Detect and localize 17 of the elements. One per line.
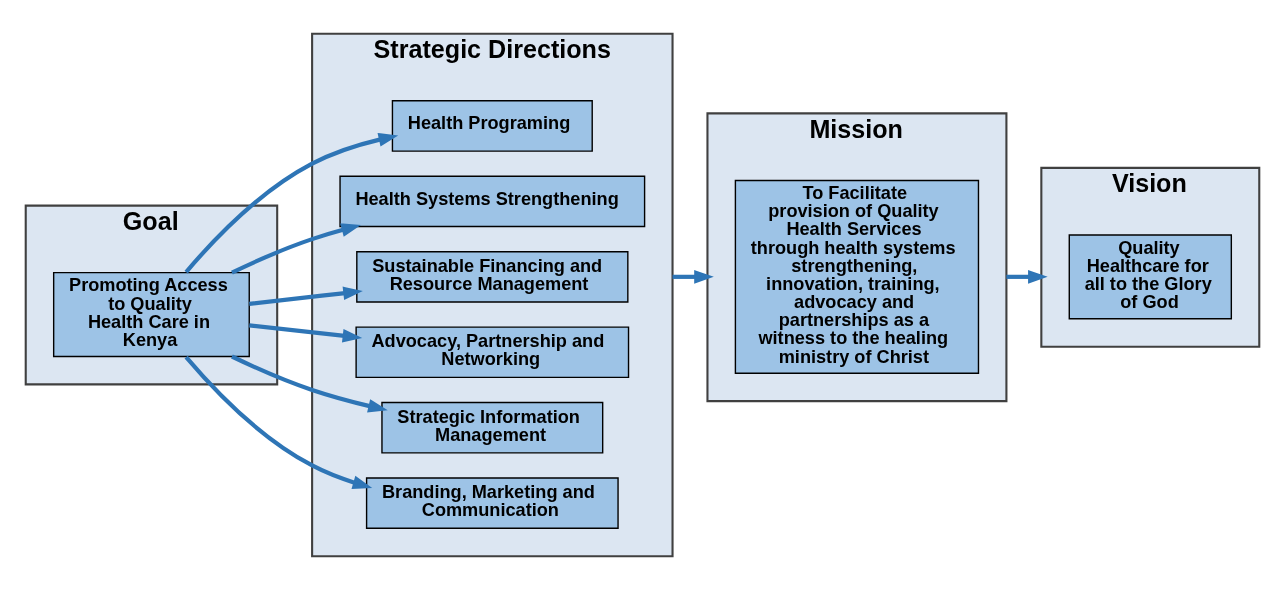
arrow — [1006, 269, 1048, 284]
arrow — [249, 286, 363, 306]
arrow — [231, 222, 361, 274]
node-box: Advocacy, Partnership and Networking — [355, 325, 630, 378]
arrow — [249, 322, 363, 343]
node-box: To Facilitate provision of Quality Health Services through health systems strengthening, innovation, training, advocacy and partnerships as a witness to the healing ministry of Christ — [734, 179, 980, 374]
node-box: Strategic Information Management — [381, 401, 604, 454]
arrow — [672, 269, 714, 284]
arrow — [184, 132, 399, 273]
node-box: Quality Healthcare for all to the Glory of God — [1068, 233, 1233, 319]
node-box: Health Systems Strengthening — [339, 175, 646, 227]
node-box: Promoting Access to Quality Health Care in Kenya — [52, 271, 250, 357]
node-box: Sustainable Financing and Resource Management — [356, 250, 629, 303]
arrow — [184, 355, 373, 489]
arrow — [231, 354, 388, 413]
node-box: Branding, Marketing and Communication — [365, 476, 619, 529]
node-box: Health Programing — [391, 99, 593, 152]
